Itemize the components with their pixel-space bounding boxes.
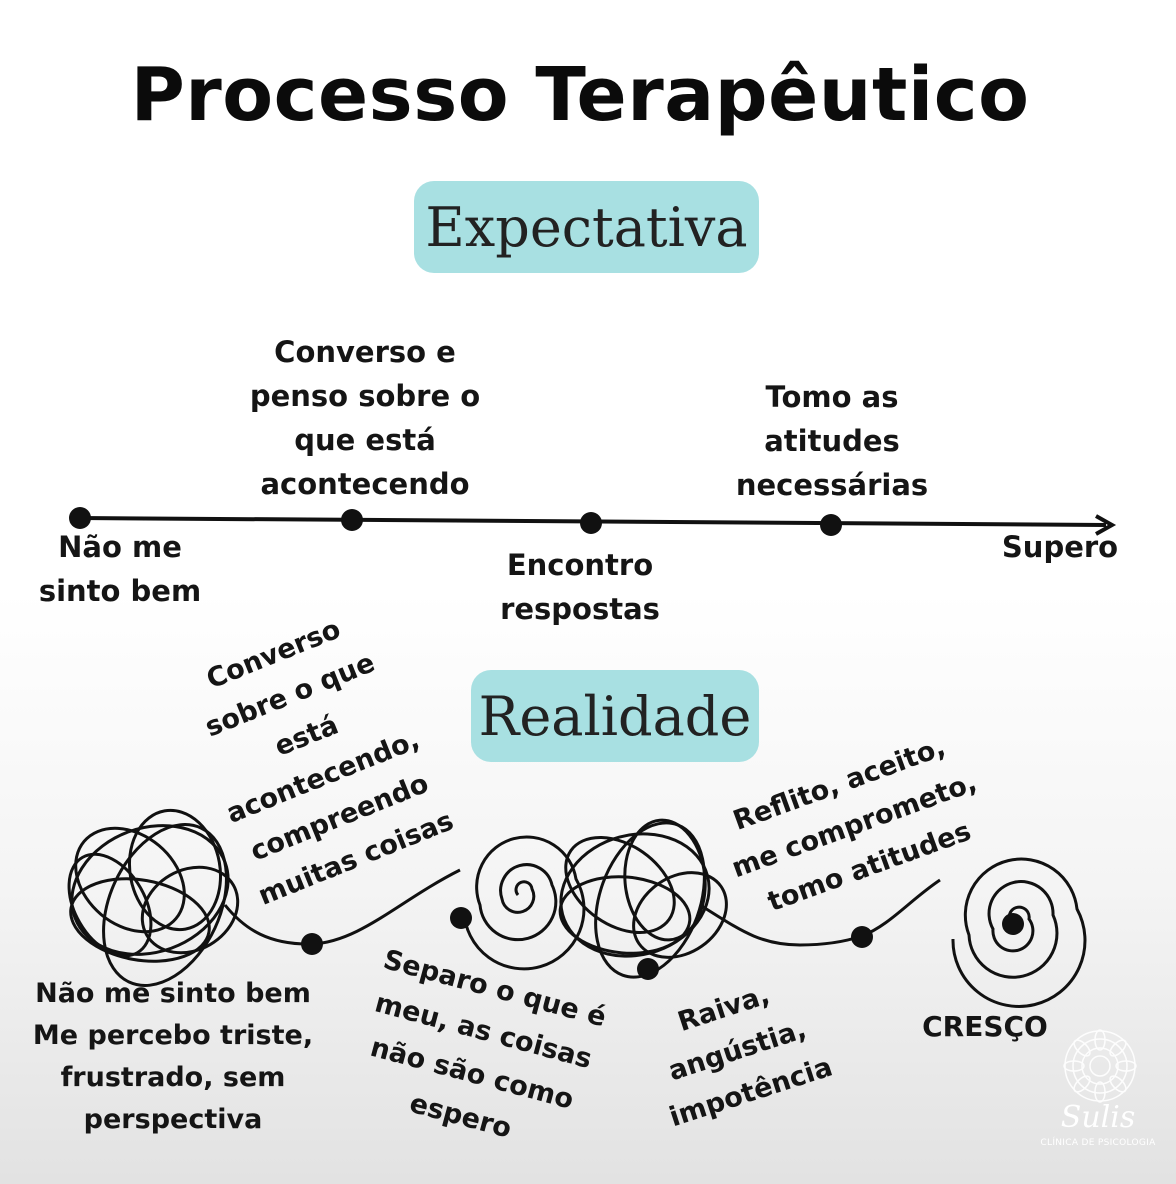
expectation-label-5: Supero	[1001, 530, 1119, 564]
spiral-2	[951, 857, 1087, 1008]
expectation-label-1: Não me sinto bem	[38, 530, 202, 608]
logo-subtitle: CLÍNICA DE PSICOLOGIA	[1040, 1138, 1156, 1148]
mandala-icon	[1063, 1029, 1137, 1103]
reality-label-1: Não me sinto bem Me percebo triste, frus…	[32, 978, 314, 1135]
timeline-dot-4	[820, 514, 842, 536]
timeline-dot-3	[580, 512, 602, 534]
timeline-dot-1	[69, 507, 91, 529]
logo-name: Sulis	[1060, 1100, 1136, 1135]
expectation-timeline	[69, 507, 1117, 536]
tangle-1	[67, 808, 240, 987]
reality-path	[67, 808, 1087, 1008]
reality-dot-1	[301, 933, 323, 955]
expectation-label-2: Converso e penso sobre o que está aconte…	[249, 335, 481, 501]
page-title: Processo Terapêutico	[130, 52, 1030, 138]
reality-label-6: CRESÇO	[922, 1010, 1048, 1043]
path-segment-2	[699, 878, 941, 947]
tangle-2	[558, 818, 728, 979]
timeline-dot-2	[341, 509, 363, 531]
reality-dot-5	[1002, 913, 1024, 935]
timeline-arrow-icon	[1095, 514, 1117, 536]
expectation-label-4: Tomo as atitudes necessárias	[735, 380, 929, 502]
expectativa-badge: Expectativa	[414, 181, 759, 273]
reality-dots	[301, 907, 1024, 980]
expectativa-heading: Expectativa	[425, 195, 748, 259]
reality-dot-2	[450, 907, 472, 929]
realidade-badge: Realidade	[471, 670, 759, 762]
reality-dot-3	[637, 958, 659, 980]
reality-dot-4	[851, 926, 873, 948]
expectation-label-3: Encontro respostas	[500, 548, 660, 626]
realidade-heading: Realidade	[478, 684, 752, 748]
